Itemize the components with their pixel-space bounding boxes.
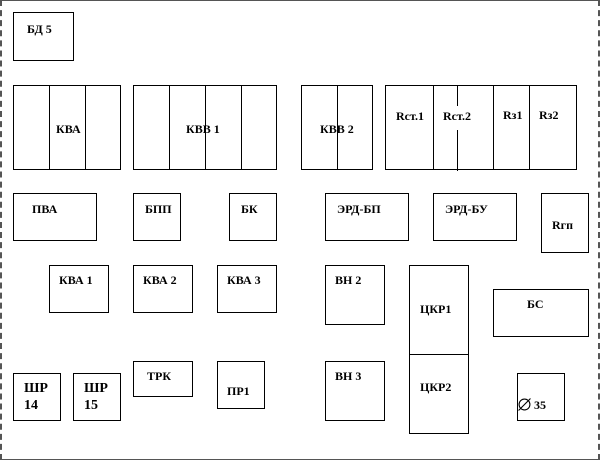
block-vn3-label: ВН 3 [335, 369, 362, 383]
block-bd5[interactable]: БД 5 [13, 12, 74, 61]
block-erd-bu-label: ЭРД-БУ [445, 202, 488, 216]
block-rz2-label: Rз2 [539, 108, 559, 122]
block-shpr14[interactable]: ШР 14 [13, 373, 61, 421]
block-kvv1-label: КВВ 1 [186, 122, 220, 136]
block-bd5-label: БД 5 [27, 22, 52, 36]
block-shpr15-label-line1: ШР [84, 381, 108, 396]
block-shpr15-label-line2: 15 [84, 398, 98, 413]
block-vn2-label: ВН 2 [335, 273, 362, 287]
block-pr1-label: ПР1 [227, 384, 250, 398]
block-kva3[interactable]: КВА 3 [217, 265, 277, 313]
divider-partial [457, 130, 458, 171]
block-d35-label: 35 [534, 398, 546, 412]
block-tskr[interactable]: ЦКР1 ЦКР2 [409, 265, 469, 434]
block-d35[interactable]: 35 [517, 373, 565, 421]
divider [241, 86, 242, 169]
block-kva[interactable]: КВА [13, 85, 121, 170]
block-bs-label: БС [527, 297, 544, 311]
block-pva[interactable]: ПВА [13, 193, 97, 241]
block-vn3[interactable]: ВН 3 [325, 361, 385, 421]
block-shpr15[interactable]: ШР 15 [73, 373, 121, 421]
block-kva-label: КВА [56, 122, 81, 136]
block-rst12-label: Rст.2 [443, 109, 471, 123]
divider [169, 86, 170, 169]
block-erd-bp-label: ЭРД-БП [337, 202, 381, 216]
block-bpp[interactable]: БПП [133, 193, 181, 241]
block-kva1-label: КВА 1 [59, 273, 93, 287]
block-rz1-label: Rз1 [503, 108, 523, 122]
block-vn2[interactable]: ВН 2 [325, 265, 385, 325]
block-bk-label: БК [241, 202, 258, 216]
divider [85, 86, 86, 169]
block-bk[interactable]: БК [229, 193, 277, 241]
block-rgp[interactable]: Rгп [541, 193, 589, 253]
block-shpr14-label-line1: ШР [24, 381, 48, 396]
divider-partial [457, 86, 458, 106]
divider [433, 86, 434, 169]
block-erd-bu[interactable]: ЭРД-БУ [433, 193, 517, 241]
divider [49, 86, 50, 169]
divider [493, 86, 494, 169]
block-tskr2-label: ЦКР2 [420, 380, 452, 394]
block-pr1[interactable]: ПР1 [217, 361, 265, 409]
divider [529, 86, 530, 169]
block-erd-bp[interactable]: ЭРД-БП [325, 193, 409, 241]
block-trk[interactable]: ТРК [133, 361, 193, 397]
block-kvv2[interactable]: КВВ 2 [301, 85, 373, 170]
block-kva1[interactable]: КВА 1 [49, 265, 109, 313]
block-r-group[interactable]: Rст.1 Rст.2 Rз1 Rз2 [385, 85, 577, 171]
divider-horizontal [410, 354, 468, 355]
block-shpr14-label-line2: 14 [24, 398, 38, 413]
block-kva2[interactable]: КВА 2 [133, 265, 193, 313]
block-rgp-label: Rгп [552, 218, 574, 232]
divider [205, 86, 206, 169]
block-rst11-label: Rст.1 [396, 109, 424, 123]
block-tskr1-label: ЦКР1 [420, 302, 452, 316]
block-kva2-label: КВА 2 [143, 273, 177, 287]
diameter-icon [518, 398, 531, 411]
divider [337, 86, 338, 169]
block-trk-label: ТРК [147, 369, 172, 383]
block-kva3-label: КВА 3 [227, 273, 261, 287]
block-kvv1[interactable]: КВВ 1 [133, 85, 277, 170]
block-bpp-label: БПП [145, 202, 172, 216]
block-kvv2-label: КВВ 2 [320, 122, 354, 136]
block-pva-label: ПВА [32, 202, 58, 216]
block-bs[interactable]: БС [493, 289, 589, 337]
